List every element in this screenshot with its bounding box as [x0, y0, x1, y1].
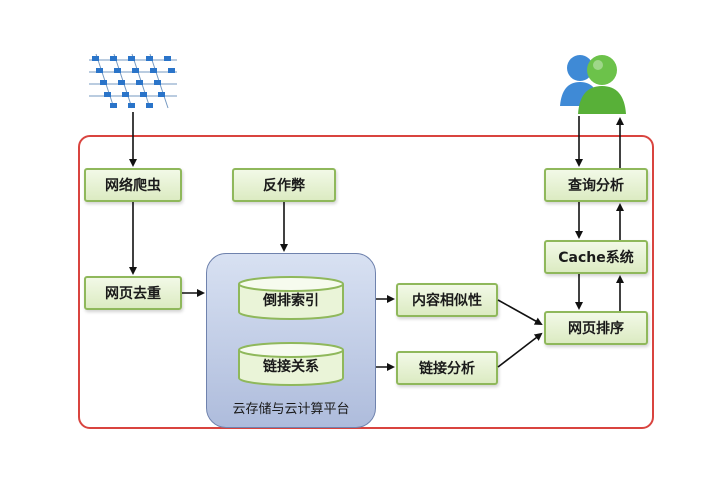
users-icon	[556, 48, 634, 116]
content-similarity-label: 内容相似性	[412, 293, 482, 309]
page-ranking-box: 网页排序	[544, 311, 648, 345]
web-crawler-label: 网络爬虫	[105, 178, 161, 194]
page-dedup-label: 网页去重	[105, 286, 161, 302]
link-relation-label: 链接关系	[263, 359, 319, 375]
cloud-platform-label: 云存储与云计算平台	[232, 402, 350, 417]
network-icon	[84, 50, 182, 112]
query-analysis-box: 查询分析	[544, 168, 648, 202]
search-engine-frame	[78, 135, 654, 429]
link-analysis-box: 链接分析	[396, 351, 498, 385]
content-similarity-box: 内容相似性	[396, 283, 498, 317]
page-dedup-box: 网页去重	[84, 276, 182, 310]
cloud-platform: 倒排索引 链接关系 云存储与云计算平台	[206, 253, 376, 428]
anti-spam-box: 反作弊	[232, 168, 336, 202]
cache-system-label: Cache系统	[558, 250, 634, 266]
link-analysis-label: 链接分析	[419, 361, 475, 377]
anti-spam-label: 反作弊	[263, 178, 305, 194]
link-relation-db: 链接关系	[237, 342, 345, 386]
cache-system-box: Cache系统	[544, 240, 648, 274]
arrow-analysis-to-ranking	[497, 332, 543, 368]
arrow-similarity-to-ranking	[497, 299, 543, 325]
inverted-index-db: 倒排索引	[237, 276, 345, 320]
page-ranking-label: 网页排序	[568, 321, 624, 337]
query-analysis-label: 查询分析	[568, 178, 624, 194]
inverted-index-label: 倒排索引	[263, 293, 319, 309]
web-crawler-box: 网络爬虫	[84, 168, 182, 202]
